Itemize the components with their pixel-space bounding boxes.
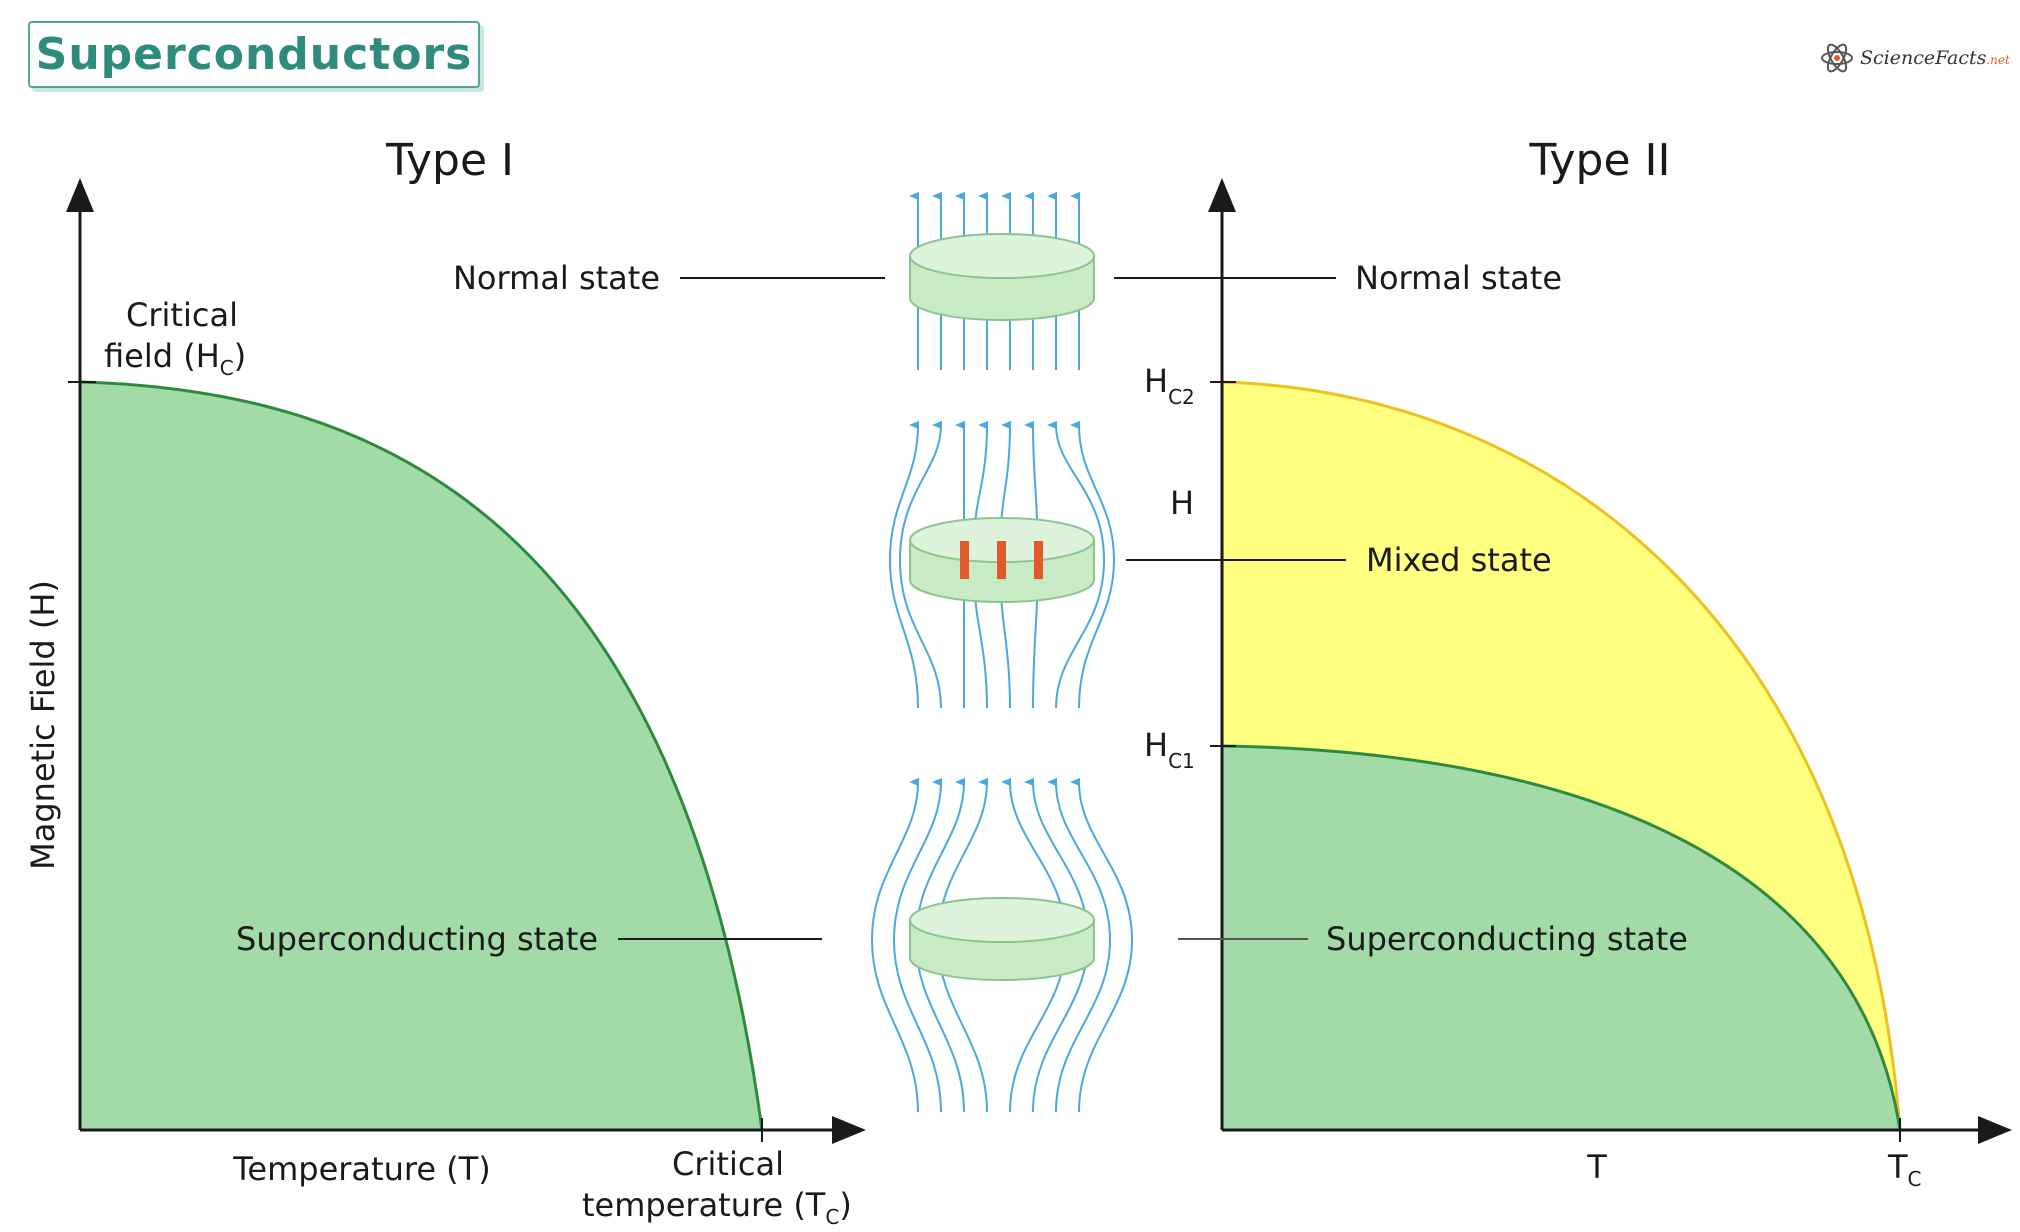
type2-y-axis <box>1208 178 1236 1130</box>
field-line <box>898 425 941 709</box>
field-line <box>892 782 941 1113</box>
type1-critical-boundary <box>79 380 764 1131</box>
type1-x-axis <box>80 1116 866 1144</box>
field-line <box>1056 425 1106 709</box>
type1-critical-field-label-2: field (HC) <box>104 337 246 380</box>
field-line <box>1056 782 1112 1113</box>
superconducting-state-illustration <box>870 782 1134 1113</box>
field-line <box>1079 425 1116 709</box>
type2-hc2-label: HC2 <box>1144 362 1195 409</box>
type2-hc1-boundary <box>1221 744 1902 1131</box>
type2-mixed-state-label: Mixed state <box>1366 541 1552 579</box>
type1-y-axis <box>66 178 94 1130</box>
brand-logo: ScienceFacts.net <box>1820 38 2010 78</box>
normal-state-illustration <box>909 196 1095 370</box>
type2-heading: Type II <box>1528 135 1670 186</box>
superconducting-state-disk <box>909 897 1095 981</box>
type1-superconducting-region <box>80 382 762 1130</box>
field-line <box>1079 782 1134 1113</box>
type1-critical-field-label-1: Critical <box>126 296 238 334</box>
normal-state-disk <box>909 233 1095 321</box>
field-line <box>870 782 918 1113</box>
title-box: Superconductors <box>28 21 480 88</box>
type2-x-axis <box>1222 1116 2012 1144</box>
type2-hc1-label: HC1 <box>1144 726 1195 773</box>
vortex-1 <box>960 541 969 579</box>
atom-icon <box>1821 43 1853 73</box>
brand-name: ScienceFacts.net <box>1860 47 2010 69</box>
vortex-2 <box>997 541 1006 579</box>
type1-critical-temp-label-2: temperature (TC) <box>582 1186 852 1229</box>
type2-h-label: H <box>1170 484 1194 522</box>
type1-heading: Type I <box>385 135 514 186</box>
type1-x-axis-label: Temperature (T) <box>232 1150 490 1188</box>
type1-normal-state-label: Normal state <box>453 259 660 297</box>
vortex-3 <box>1034 541 1043 579</box>
type2-superconducting-state-label: Superconducting state <box>1326 920 1688 958</box>
type2-hc2-boundary <box>1221 380 1902 1131</box>
type2-normal-state-label: Normal state <box>1355 259 1562 297</box>
brand-suffix: .net <box>1986 53 2010 67</box>
mixed-state-illustration <box>888 425 1116 709</box>
type2-tc-label: TC <box>1887 1148 1922 1191</box>
field-line <box>888 425 918 709</box>
type2-superconducting-region <box>1222 746 1900 1130</box>
type1-superconducting-state-label: Superconducting state <box>236 920 598 958</box>
type2-t-label: T <box>1586 1148 1607 1186</box>
type1-y-axis-label: Magnetic Field (H) <box>24 580 62 870</box>
type1-critical-temp-label-1: Critical <box>672 1145 784 1183</box>
page-title: Superconductors <box>35 29 473 80</box>
